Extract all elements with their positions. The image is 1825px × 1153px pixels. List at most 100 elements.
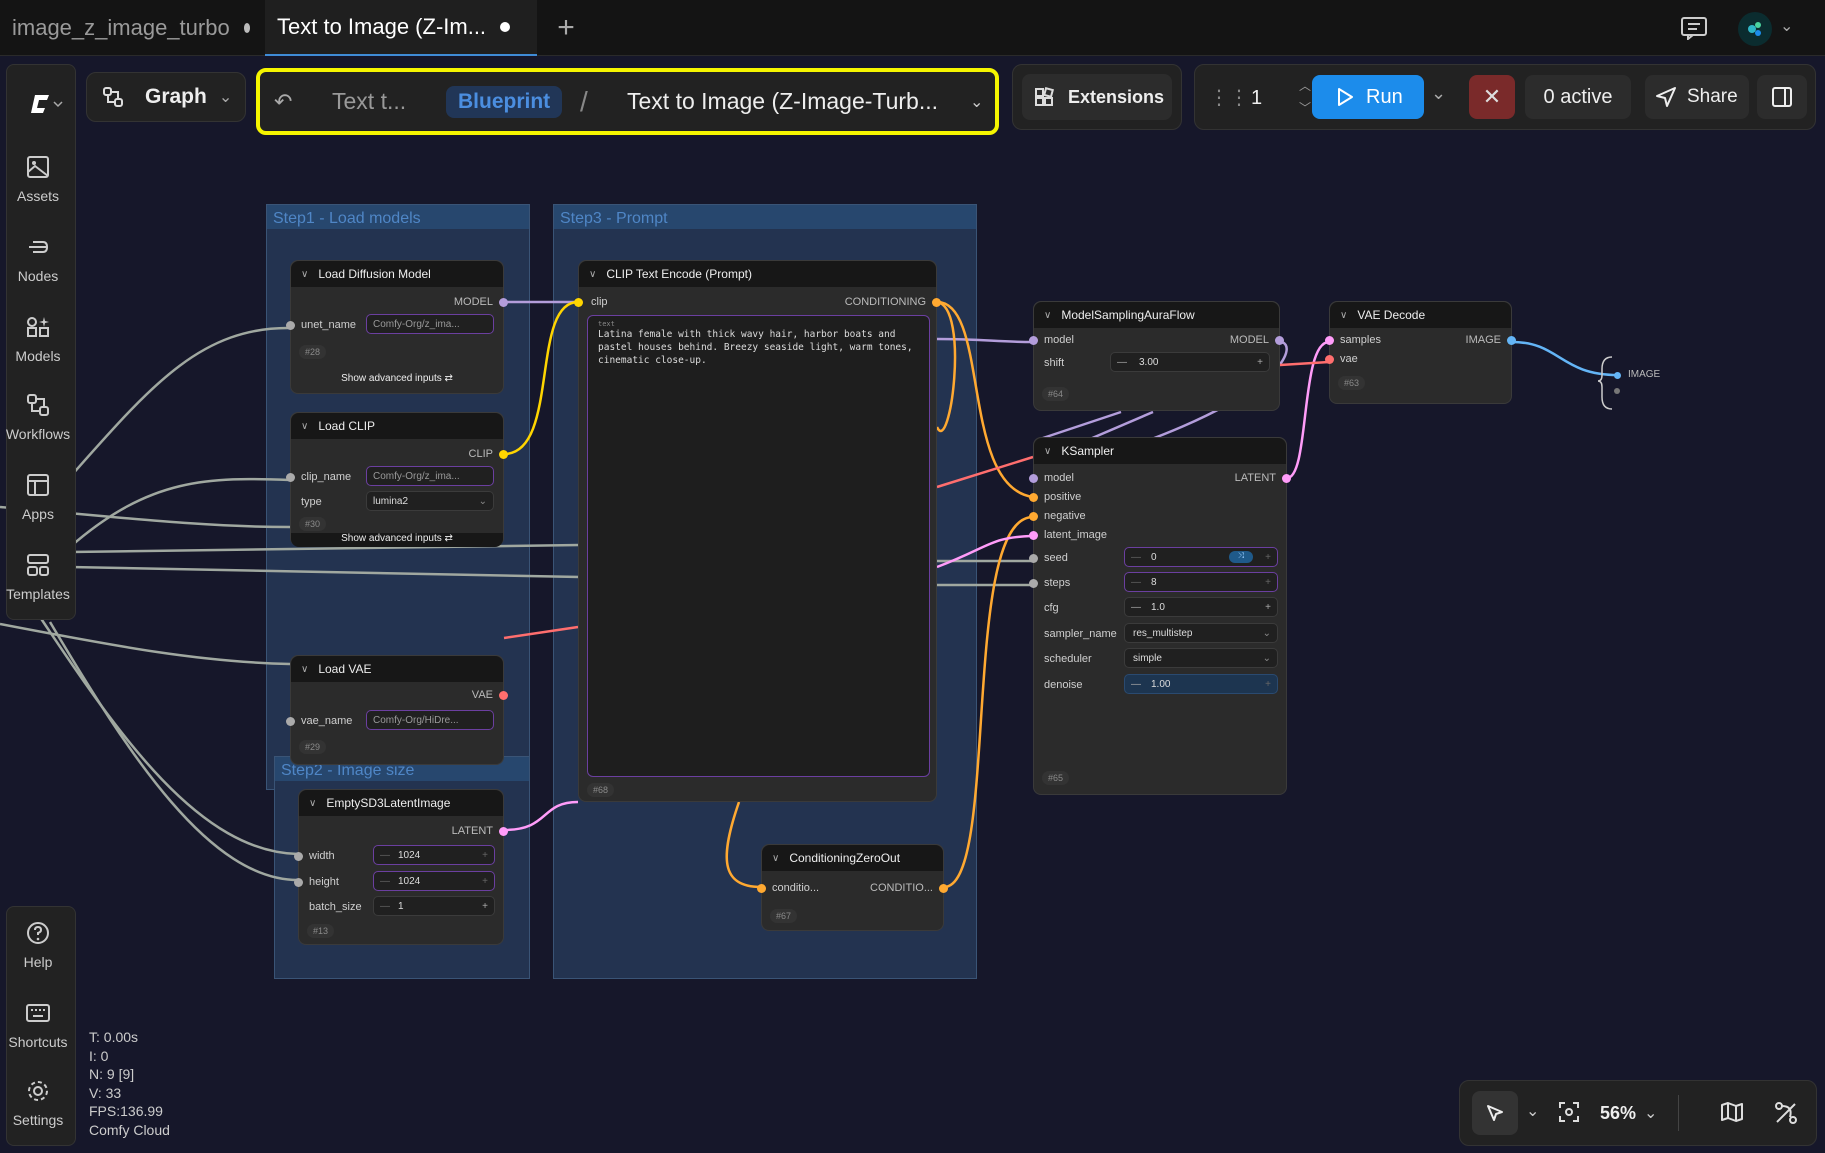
queue-active-button[interactable]: 0 active [1525, 75, 1631, 119]
output-socket-conditioning[interactable] [932, 298, 941, 307]
output-socket-latent[interactable] [1282, 474, 1291, 483]
output-socket-vae[interactable] [499, 691, 508, 700]
sidebar-item-apps[interactable]: Apps [0, 472, 76, 522]
minus-icon[interactable]: — [1131, 551, 1141, 563]
minus-icon[interactable]: — [1131, 678, 1141, 690]
collapse-chevron-icon[interactable]: ∨ [301, 268, 309, 280]
prompt-textarea[interactable]: text Latina female with thick wavy hair,… [587, 315, 930, 777]
undo-icon[interactable]: ↶ [274, 88, 293, 114]
minus-icon[interactable]: — [1131, 576, 1141, 588]
sidebar-item-help[interactable]: Help [0, 920, 76, 970]
input-socket-samples[interactable] [1325, 336, 1334, 345]
width-stepper[interactable]: —1024+ [373, 845, 495, 865]
sidebar-item-settings[interactable]: Settings [0, 1078, 76, 1128]
zoom-dropdown[interactable]: 56% ⌄ [1600, 1091, 1666, 1135]
plus-icon[interactable]: + [1257, 356, 1263, 368]
collapse-chevron-icon[interactable]: ∨ [589, 268, 597, 280]
chevron-down-icon[interactable]: ⌄ [970, 93, 984, 111]
node-empty-sd3-latent-image[interactable]: ∨EmptySD3LatentImage LATENT width —1024+… [294, 789, 508, 945]
sidebar-item-shortcuts[interactable]: Shortcuts [0, 1000, 76, 1050]
input-socket-seed[interactable] [1029, 554, 1038, 563]
scheduler-select[interactable]: simple⌄ [1124, 648, 1278, 668]
new-tab-button[interactable]: + [557, 11, 575, 44]
cfg-stepper[interactable]: —1.0+ [1124, 597, 1278, 617]
show-advanced-inputs[interactable]: Show advanced inputs ⇄ [291, 533, 503, 547]
input-socket-model[interactable] [1029, 336, 1038, 345]
share-button[interactable]: Share [1645, 75, 1749, 119]
collapse-chevron-icon[interactable]: ∨ [772, 852, 780, 864]
input-socket-vae-name[interactable] [286, 717, 295, 726]
input-socket-clip[interactable] [574, 298, 583, 307]
input-socket-conditioning[interactable] [757, 884, 766, 893]
plus-icon[interactable]: + [1265, 678, 1271, 690]
node-load-diffusion-model[interactable]: ∨Load Diffusion Model MODEL unet_name Co… [286, 260, 508, 394]
extensions-button[interactable]: Extensions [1022, 74, 1172, 120]
comfy-logo-icon[interactable] [27, 91, 67, 117]
chevron-down-icon[interactable]: ⌄ [1526, 1103, 1540, 1120]
collapse-chevron-icon[interactable]: ∨ [1044, 309, 1052, 321]
node-load-clip[interactable]: ∨Load CLIP CLIP clip_name Comfy-Org/z_im… [286, 412, 508, 547]
input-socket-latent-image[interactable] [1029, 531, 1038, 540]
minus-icon[interactable]: — [1131, 601, 1141, 613]
input-socket-model[interactable] [1029, 474, 1038, 483]
type-select[interactable]: lumina2⌄ [366, 491, 494, 511]
input-socket-unet[interactable] [286, 321, 295, 330]
avatar[interactable] [1738, 12, 1772, 46]
sidebar-item-nodes[interactable]: Nodes [0, 234, 76, 284]
input-socket-height[interactable] [294, 878, 303, 887]
fit-view-button[interactable] [1558, 1101, 1580, 1123]
sidebar-item-assets[interactable]: Assets [0, 154, 76, 204]
plus-icon[interactable]: + [482, 849, 488, 861]
output-socket-image[interactable] [1614, 372, 1621, 379]
input-socket-clip-name[interactable] [286, 473, 295, 482]
output-socket-model[interactable] [499, 298, 508, 307]
sidebar-item-models[interactable]: Models [0, 314, 76, 364]
plus-icon[interactable]: + [1265, 601, 1271, 613]
collapse-chevron-icon[interactable]: ∨ [309, 797, 317, 809]
collapse-chevron-icon[interactable]: ∨ [1340, 309, 1348, 321]
input-socket-vae[interactable] [1325, 355, 1334, 364]
chat-icon[interactable] [1680, 16, 1708, 40]
sidebar-item-templates[interactable]: Templates [0, 552, 76, 602]
output-socket-model[interactable] [1275, 336, 1284, 345]
chevron-down-icon[interactable]: ⌄ [1780, 18, 1794, 35]
plus-icon[interactable]: + [482, 875, 488, 887]
output-socket-conditioning[interactable] [939, 884, 948, 893]
graph-canvas[interactable]: Step1 - Load models Step3 - Prompt Step2… [0, 57, 1825, 1153]
tab-text-to-image[interactable]: Text to Image (Z-Im... [265, 0, 537, 56]
output-socket-clip[interactable] [499, 450, 508, 459]
select-tool-button[interactable] [1472, 1091, 1518, 1135]
chevron-down-icon[interactable]: ﹀ [1298, 101, 1311, 115]
output-socket-latent[interactable] [499, 827, 508, 836]
input-socket-negative[interactable] [1029, 512, 1038, 521]
node-conditioning-zero-out[interactable]: ∨ConditioningZeroOut conditio...CONDITIO… [757, 844, 948, 931]
input-socket-width[interactable] [294, 852, 303, 861]
minus-icon[interactable]: — [380, 875, 390, 887]
cancel-button[interactable]: ✕ [1469, 75, 1515, 119]
minus-icon[interactable]: — [380, 900, 390, 912]
node-load-vae[interactable]: ∨Load VAE VAE vae_name Comfy-Org/HiDre..… [286, 655, 508, 765]
output-socket-image[interactable] [1507, 336, 1516, 345]
toggle-panel-button[interactable] [1757, 75, 1807, 119]
chevron-up-icon[interactable]: ︿ [1298, 79, 1311, 93]
tab-image-z-image-turbo[interactable]: image_z_image_turbo [0, 0, 262, 56]
sidebar-item-workflows[interactable]: Workflows [0, 392, 76, 442]
clip-name-select[interactable]: Comfy-Org/z_ima... [366, 466, 494, 486]
minus-icon[interactable]: — [380, 849, 390, 861]
height-stepper[interactable]: —1024+ [373, 871, 495, 891]
unet-name-select[interactable]: Comfy-Org/z_ima... [366, 314, 494, 334]
output-socket-empty[interactable] [1614, 388, 1620, 394]
plus-icon[interactable]: + [482, 900, 488, 912]
shift-stepper[interactable]: —3.00+ [1110, 352, 1270, 372]
sampler-name-select[interactable]: res_multistep⌄ [1124, 623, 1278, 643]
toggle-links-button[interactable] [1774, 1101, 1798, 1125]
steps-stepper[interactable]: —8+ [1124, 572, 1278, 592]
run-options-chevron-icon[interactable]: ⌄ [1431, 83, 1447, 103]
collapse-chevron-icon[interactable]: ∨ [1044, 445, 1052, 457]
seed-stepper[interactable]: —0⤨+ [1124, 547, 1278, 567]
breadcrumb-root[interactable]: Text t... [332, 88, 407, 114]
breadcrumb-current[interactable]: Text to Image (Z-Image-Turb... [627, 88, 939, 114]
